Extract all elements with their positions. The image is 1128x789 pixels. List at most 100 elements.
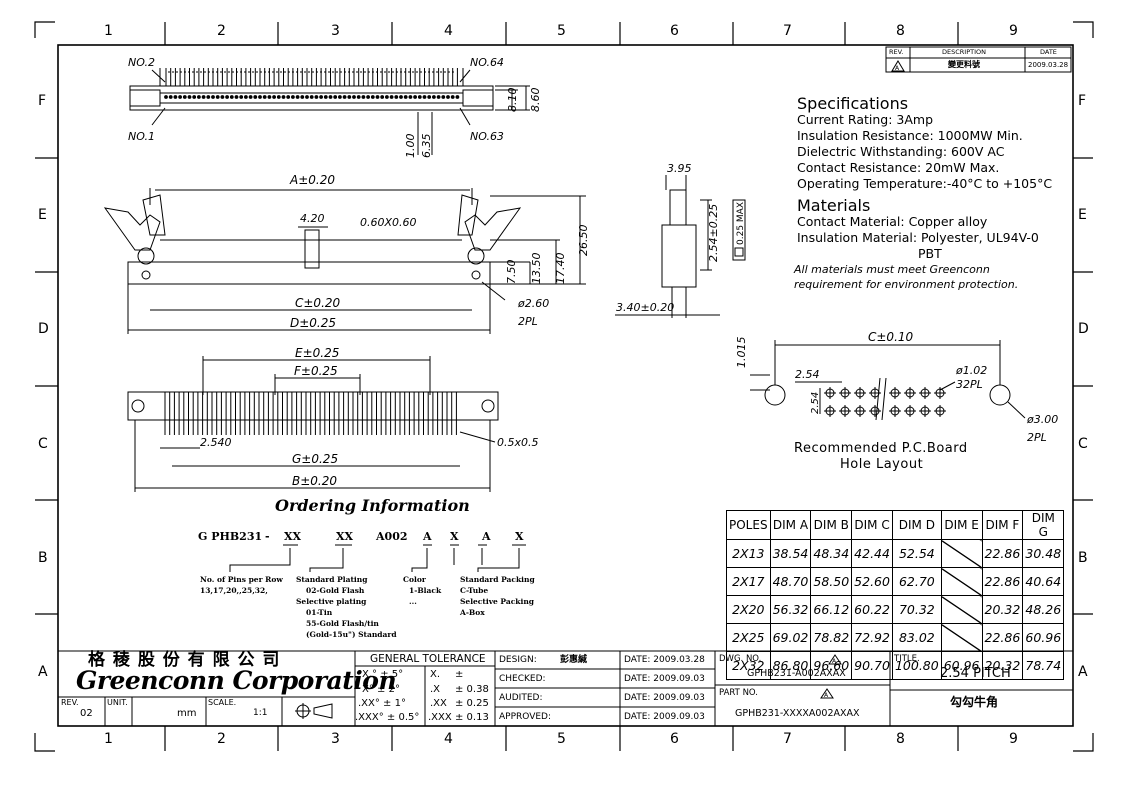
dim-dia-2-60: ø2.60 [517, 297, 549, 310]
th-dim-a: DIM A [769, 510, 812, 540]
top-contact [347, 95, 352, 99]
material-line-1: Contact Material: Copper alloy [797, 214, 988, 229]
col-label-5: 5 [557, 23, 566, 39]
top-contact [164, 95, 168, 99]
top-contact [234, 95, 239, 99]
cell-dim-f: 22.86 [981, 623, 1024, 652]
dim-0-25-max: 0.25 MAX [736, 202, 746, 245]
top-contact [229, 95, 234, 99]
top-contact [262, 95, 267, 99]
rev-value: 02 [80, 708, 93, 719]
th-dim-b: DIM B [810, 510, 853, 540]
dim-8-10: 8.10 [506, 88, 519, 113]
cell-dim-g: 30.48 [1022, 539, 1065, 568]
col-label-6-bottom: 6 [670, 731, 679, 747]
rev-header: REV. [889, 48, 904, 56]
top-contact [436, 95, 441, 99]
approved-label: APPROVED: [499, 712, 551, 722]
dim-e: E±0.25 [295, 346, 339, 360]
ordering-note-pack-3: Selective Packing [460, 597, 535, 606]
ordering-code-a2: A [482, 530, 491, 543]
cell-dim-e-empty [940, 623, 983, 652]
checked-date: DATE: 2009.09.03 [624, 674, 705, 684]
cell-dim-g: 40.64 [1022, 567, 1065, 596]
part-no-label: PART NO. [719, 688, 758, 698]
title-label: TITLE. [894, 654, 920, 664]
col-label-1-bottom: 1 [104, 731, 113, 747]
top-contact [328, 95, 333, 99]
bottom-pin-row [164, 392, 457, 435]
audited-label: AUDITED: [499, 693, 543, 703]
top-contact [305, 95, 309, 99]
top-contact [352, 95, 356, 99]
top-contact [403, 95, 408, 99]
top-contact [422, 95, 427, 99]
top-contact [432, 95, 436, 99]
col-label-8: 8 [896, 23, 905, 39]
col-label-4: 4 [444, 23, 453, 39]
top-contact [258, 95, 262, 99]
cell-dim-a: 69.02 [769, 623, 812, 652]
tol-dec-2: .XX [430, 698, 447, 709]
tol-angle-0: X.° ± 5° [362, 669, 404, 680]
th-dim-c: DIM C [851, 510, 893, 540]
top-label-no64: NO.64 [470, 56, 504, 69]
th-dim-g: DIM G [1022, 510, 1065, 540]
cell-dim-c: 60.22 [851, 595, 893, 624]
specifications-title: Specifications [797, 94, 909, 113]
cell-poles: 2X13 [726, 539, 771, 568]
top-contact [244, 95, 248, 99]
top-contact [300, 95, 305, 99]
ordering-note-pack-1: Standard Packing [460, 575, 535, 584]
tol-angle-2: .XX° ± 1° [358, 698, 406, 709]
top-contact [309, 95, 314, 99]
cell-dim-c: 72.92 [851, 623, 893, 652]
ordering-note-plating-3: Selective plating [296, 597, 367, 606]
checked-label: CHECKED: [499, 674, 546, 684]
pcb-dim-32pl: 32PL [956, 378, 983, 391]
top-contact [267, 95, 272, 99]
top-contact [225, 95, 230, 99]
spec-line-4: Contact Resistance: 20mW Max. [797, 160, 1000, 175]
cell-poles: 2X17 [726, 567, 771, 596]
dwg-no-label: DWG. NO. [719, 654, 762, 664]
pcb-dim-2-54-h: 2.54 [795, 368, 820, 381]
cell-poles: 2X20 [726, 595, 771, 624]
top-contact [408, 95, 413, 99]
col-label-9: 9 [1009, 23, 1018, 39]
top-contact [441, 95, 446, 99]
scale-label: SCALE. [208, 698, 237, 707]
cell-dim-d: 83.02 [891, 623, 942, 652]
th-dim-d: DIM D [891, 510, 942, 540]
row-label-e-right: E [1078, 207, 1087, 223]
top-label-no1: NO.1 [128, 130, 155, 143]
ordering-note-pack-4: A-Box [460, 608, 485, 617]
row-label-f: F [38, 93, 47, 109]
cell-dim-g: 78.74 [1022, 651, 1065, 680]
ordering-note-pack-2: C-Tube [460, 586, 489, 595]
top-contact [446, 95, 450, 99]
cell-poles: 2X25 [726, 623, 771, 652]
th-poles: POLES [726, 510, 771, 540]
top-contact [385, 95, 389, 99]
cell-dim-d: 70.32 [891, 595, 942, 624]
dwg-no-value: GPHB231-A002AXAX [747, 668, 846, 679]
note-line-2: requirement for environment protection. [794, 278, 1019, 291]
row-label-c: C [38, 436, 48, 452]
top-contact [215, 95, 220, 99]
ordering-code-plating: XX [336, 530, 354, 543]
pcb-caption-line-2: Hole Layout [840, 457, 924, 472]
row-label-b-right: B [1078, 550, 1088, 566]
top-contact [375, 95, 380, 99]
top-contact [342, 95, 347, 99]
dim-0-5x0-5: 0.5x0.5 [497, 436, 539, 449]
top-contact [173, 95, 178, 99]
top-contact [192, 95, 197, 99]
row-label-a: A [38, 664, 48, 680]
col-label-1: 1 [104, 23, 113, 39]
spec-line-2: Insulation Resistance: 1000MW Min. [797, 128, 1023, 143]
materials-title: Materials [797, 196, 871, 215]
cell-dim-b: 58.50 [810, 567, 853, 596]
company-name-en: Greenconn Corporation [76, 666, 397, 695]
ordering-note-plating-1: Standard Plating [296, 575, 368, 584]
